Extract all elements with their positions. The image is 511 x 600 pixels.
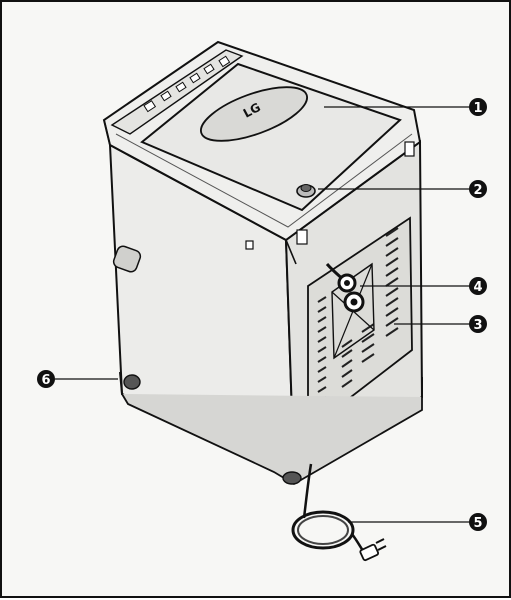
water-inlet-cap [300, 184, 312, 192]
callout-3: 3 [469, 315, 487, 333]
callout-4: 4 [469, 277, 487, 295]
callout-1-label: 1 [473, 101, 482, 116]
callout-3-label: 3 [473, 318, 482, 333]
side-handle [112, 245, 142, 273]
top-rim-inner [115, 133, 413, 228]
power-cord [302, 463, 313, 519]
callout-1: 1 [469, 98, 487, 116]
callout-5: 5 [469, 513, 487, 531]
callout-5-label: 5 [473, 516, 482, 531]
lid-hinge-right [404, 141, 415, 157]
drain-connector-upper-hole [344, 280, 350, 286]
callout-2: 2 [469, 180, 487, 198]
callout-6: 6 [37, 370, 55, 388]
base-bottom [121, 393, 423, 486]
base-leg-front [282, 471, 302, 485]
drain-connector-lower-hole [350, 298, 358, 306]
rear-panel-vents [317, 227, 399, 413]
callout-4-label: 4 [473, 280, 482, 295]
leader-lines [55, 106, 470, 523]
front-latch [245, 240, 254, 250]
base-leg [123, 374, 141, 390]
lid-hinge-left [296, 229, 308, 245]
lid [140, 62, 402, 212]
power-cord-coil [291, 510, 355, 550]
control-buttons [143, 55, 231, 113]
callout-2-label: 2 [473, 183, 482, 198]
lid-handle [200, 86, 308, 142]
power-plug [359, 538, 387, 562]
power-cord-coil-inner [297, 515, 349, 545]
callout-6-label: 6 [41, 373, 50, 388]
top-rim [103, 119, 421, 265]
